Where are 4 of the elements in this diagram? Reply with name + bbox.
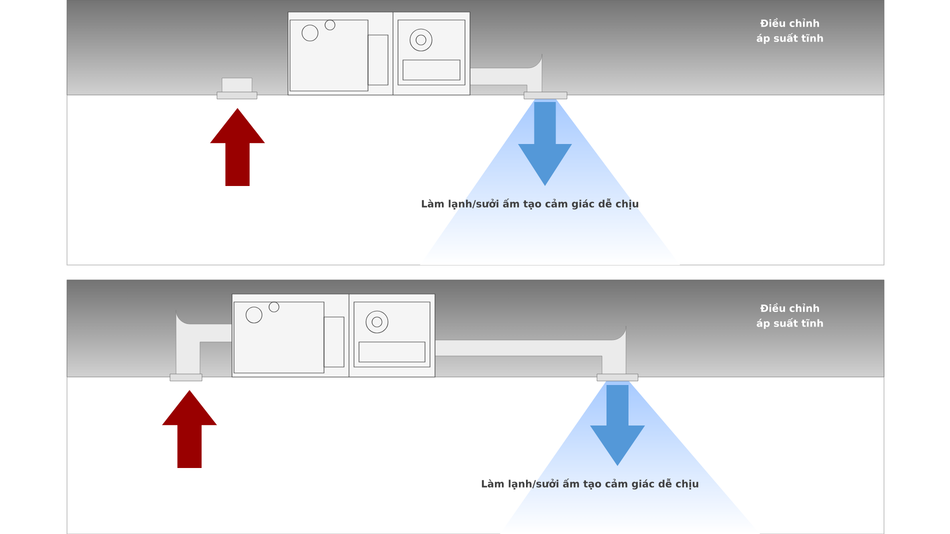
label: Làm lạnh/sưởi ấm tạo cảm giác dễ chịu [422,198,638,210]
label: Làm lạnh/sưởi ấm tạo cảm giác dễ chịu [482,478,698,490]
label: Điều chỉnh áp suất tĩnh [756,303,823,329]
label: Điều chỉnh áp suất tĩnh [756,18,823,44]
